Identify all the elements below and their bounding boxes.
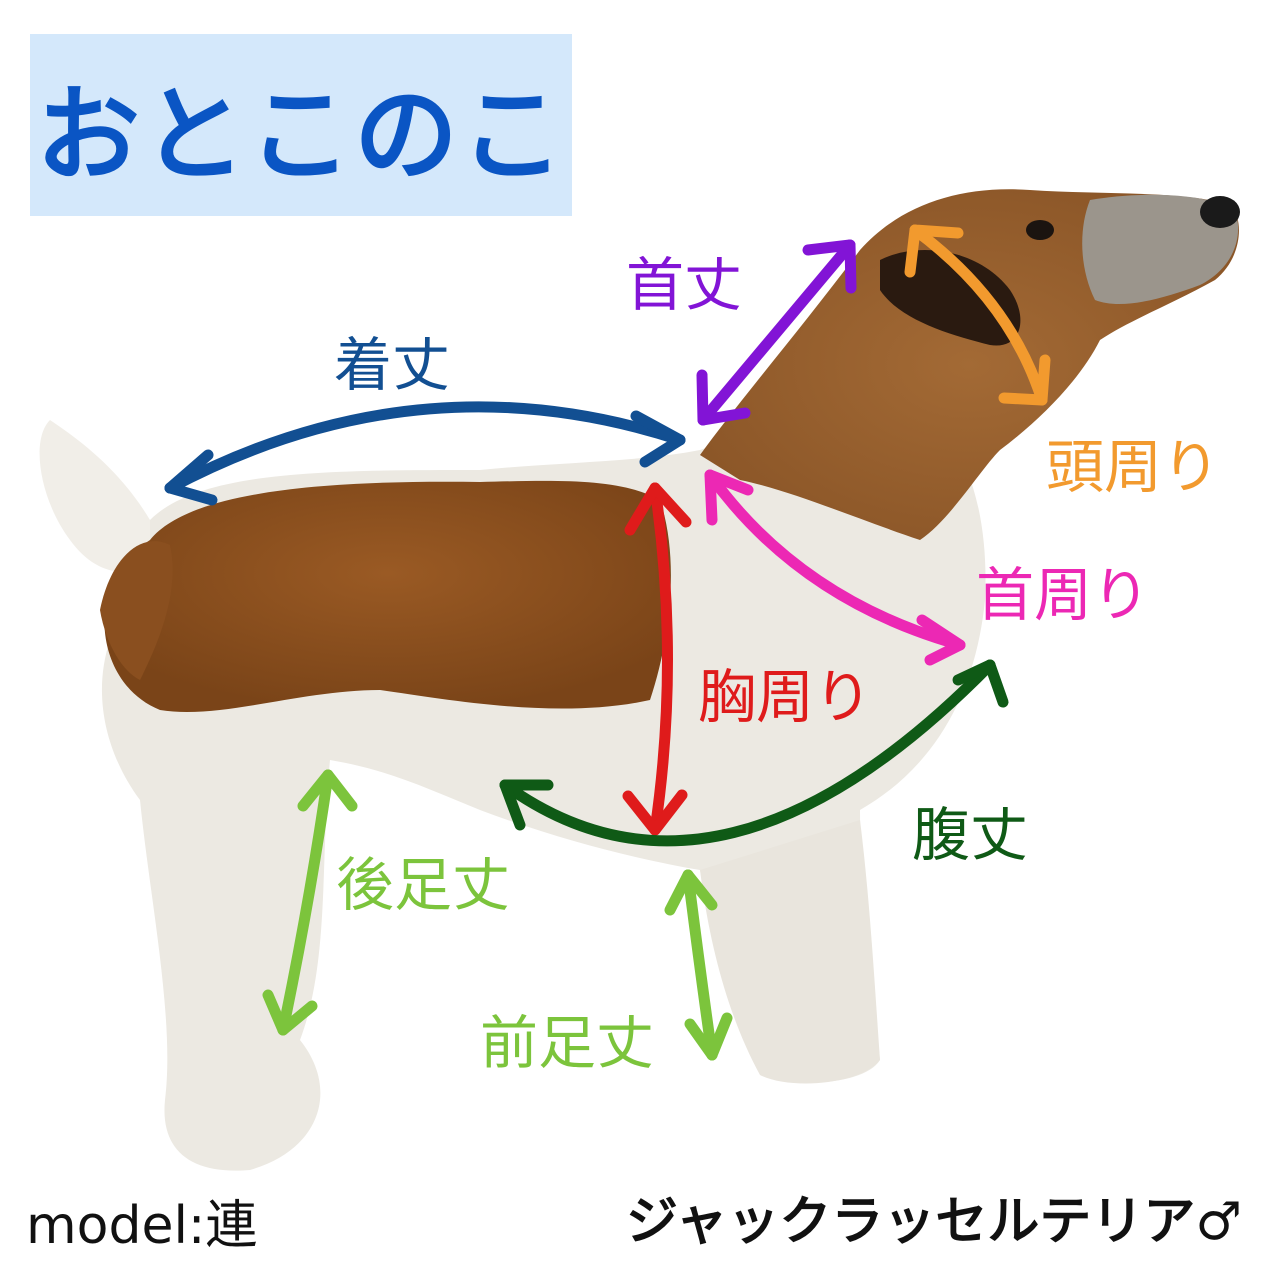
breed-caption: ジャックラッセルテリア♂ — [626, 1192, 1243, 1252]
belly-length-arrow — [499, 659, 1009, 847]
page-title: おとこのこ — [35, 73, 566, 196]
head-girth-arrow — [904, 224, 1051, 406]
model-caption: model:連 — [26, 1196, 258, 1256]
front-leg-length-arrow — [664, 869, 733, 1061]
neck-girth-arrow — [704, 469, 966, 666]
front-leg-length-label: 前足丈 — [480, 1009, 655, 1077]
hind-leg-length-label: 後足丈 — [336, 851, 511, 919]
head-girth-label: 頭周り — [1046, 433, 1221, 501]
length-label: 着丈 — [334, 331, 451, 399]
neck-girth-label: 首周り — [976, 561, 1151, 629]
belly-length-label: 腹丈 — [912, 801, 1029, 869]
neck-length-label: 首丈 — [626, 251, 743, 319]
neck-length-arrow — [696, 239, 857, 426]
chest-girth-arrow — [622, 482, 692, 836]
chest-girth-label: 胸周り — [698, 663, 873, 731]
title-banner: おとこのこ — [30, 34, 572, 216]
length-arrow — [164, 401, 686, 506]
hind-leg-length-arrow — [262, 769, 358, 1036]
